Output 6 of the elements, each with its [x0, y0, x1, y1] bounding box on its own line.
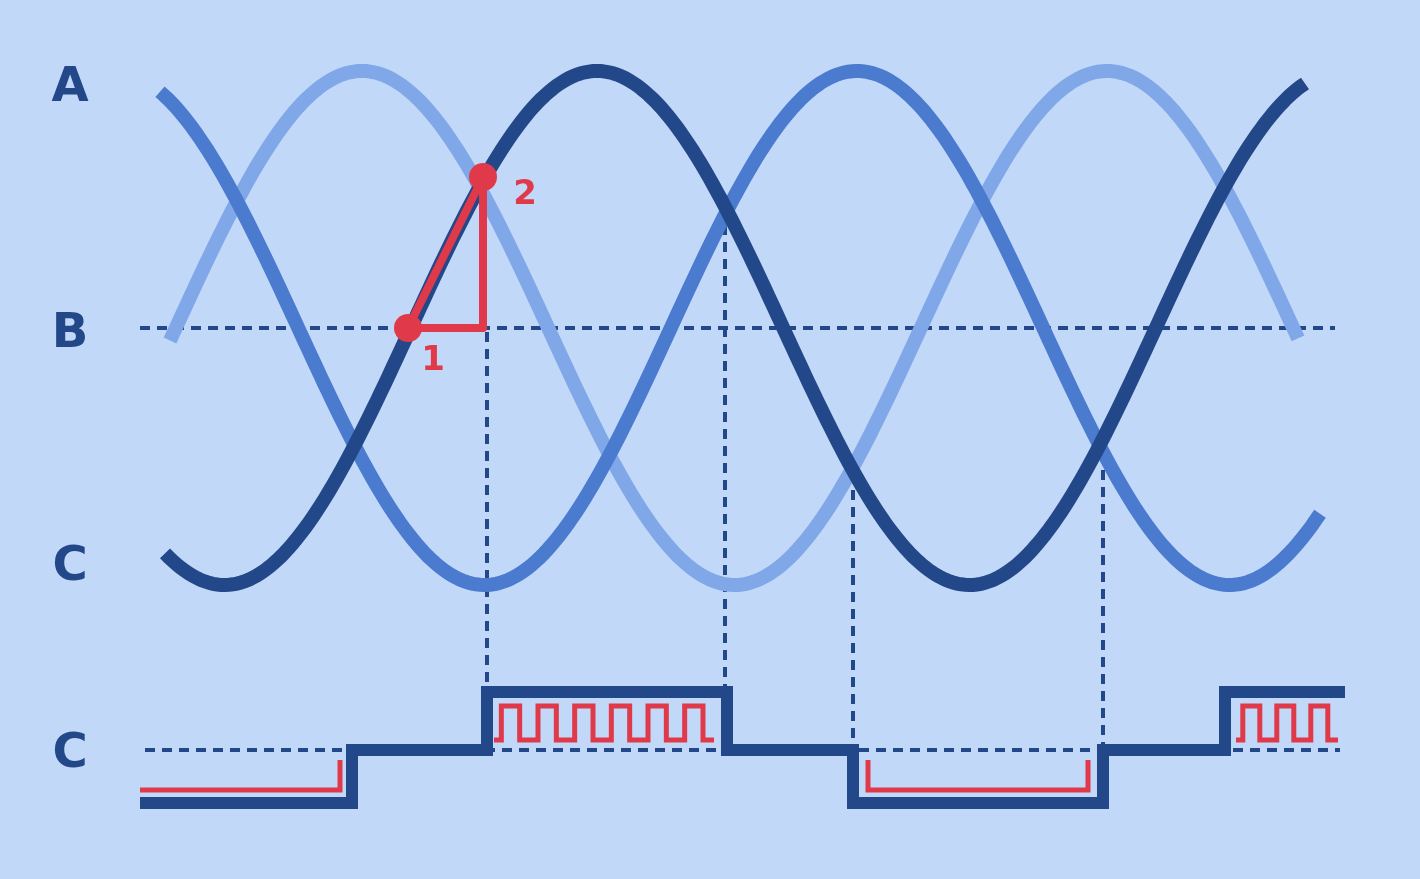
axis-label: C [52, 726, 88, 774]
point-label: 2 [513, 175, 537, 209]
axis-label: A [51, 60, 89, 108]
point-label: 1 [421, 341, 445, 375]
axis-label: C [52, 539, 88, 587]
axis-label: B [51, 306, 89, 354]
